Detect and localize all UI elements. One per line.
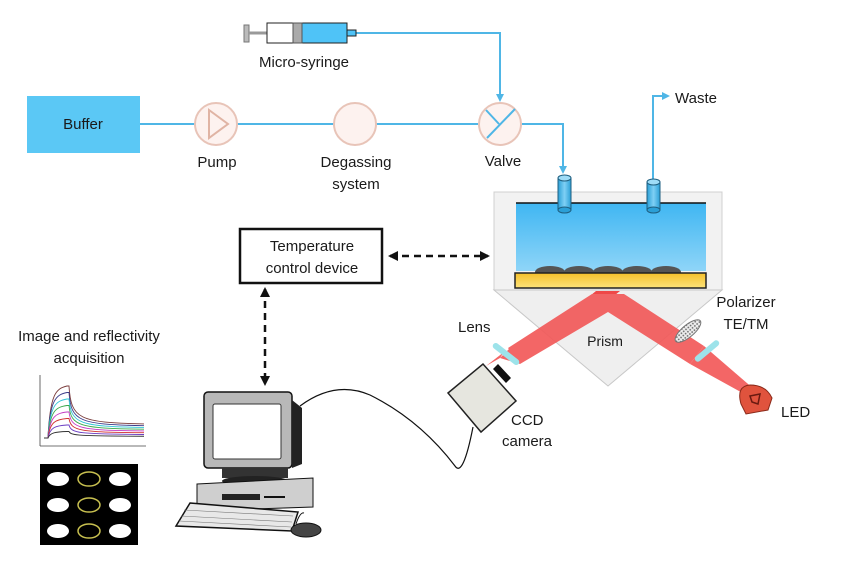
temperature-label-line1: Temperature <box>270 238 354 255</box>
computer <box>174 391 322 538</box>
spot-ring <box>77 471 101 487</box>
pump-label: Pump <box>197 154 236 171</box>
pump-icon <box>194 102 238 146</box>
outlet-tube <box>646 178 661 214</box>
inlet-tube <box>557 174 572 214</box>
sensorgram-curve <box>44 392 145 439</box>
sensorgram-thumbnail <box>34 372 146 452</box>
degasser-icon <box>333 102 377 146</box>
polarizer-label-line1: Polarizer <box>716 294 775 311</box>
degassing-system: Degassing system <box>321 102 392 193</box>
temperature-control-device: Temperature control device <box>238 227 384 285</box>
acquisition-label-line2: acquisition <box>54 350 125 367</box>
sensorgram-curve <box>44 418 145 439</box>
ccd-camera: CCD camera <box>446 362 553 450</box>
led: LED <box>739 384 810 421</box>
valve-to-inlet-line <box>522 123 567 174</box>
outlet-to-waste-line <box>652 92 670 180</box>
valve: Valve <box>478 102 522 170</box>
prism-label: Prism <box>587 333 623 349</box>
spot-ring <box>77 523 101 539</box>
degassing-label-line2: system <box>332 176 380 193</box>
ccd-camera-body <box>446 362 518 434</box>
acquisition-label-line1: Image and reflectivity <box>18 328 160 345</box>
lens-label: Lens <box>458 319 491 336</box>
polarizer-label-line2: TE/TM <box>724 316 769 333</box>
spot <box>109 524 131 538</box>
sensorgram-curve <box>44 431 145 439</box>
polarizer: Polarizer TE/TM <box>674 294 776 362</box>
flow-cell: Prism <box>492 174 724 387</box>
sensorgram-curve <box>44 424 145 439</box>
ccd-label-line1: CCD <box>511 412 544 429</box>
spot <box>109 498 131 512</box>
gold-layer <box>514 272 707 289</box>
mouse <box>290 522 322 538</box>
led-icon <box>739 384 773 415</box>
temperature-label-line2: control device <box>266 260 359 277</box>
sensorgram-curve <box>44 398 145 439</box>
camera-cable <box>299 388 474 469</box>
ccd-lens: Lens <box>458 319 520 366</box>
ccd-label-line2: camera <box>502 433 553 450</box>
fluid-lines <box>140 32 670 180</box>
sensorgram-curve <box>44 405 145 439</box>
spot-image <box>40 464 138 545</box>
spot <box>109 472 131 486</box>
buffer-label: Buffer <box>63 116 103 133</box>
spot <box>47 472 69 486</box>
spot-ring <box>77 497 101 513</box>
waste-label: Waste <box>675 90 717 107</box>
buffer-reservoir: Buffer <box>27 96 140 153</box>
degassing-label-line1: Degassing <box>321 154 392 171</box>
sensorgram-curve <box>44 411 145 439</box>
micro-syringe: Micro-syringe <box>243 22 357 71</box>
pump: Pump <box>194 102 238 171</box>
led-label: LED <box>781 404 810 421</box>
syringe-to-valve-line <box>356 32 504 102</box>
spot <box>47 498 69 512</box>
sensorgram-curve <box>44 385 145 439</box>
spot <box>47 524 69 538</box>
micro-syringe-label: Micro-syringe <box>259 54 349 71</box>
valve-label: Valve <box>485 153 521 170</box>
